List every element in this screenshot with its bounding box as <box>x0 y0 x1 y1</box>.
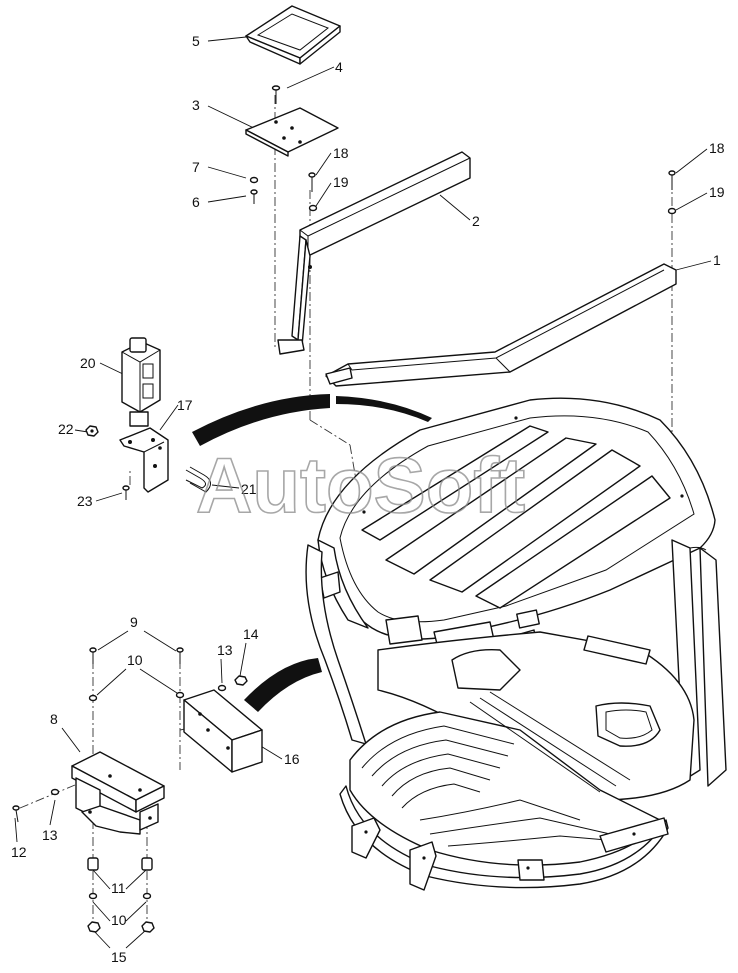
callout-9: 9 <box>130 614 138 630</box>
bolt-23 <box>122 485 130 500</box>
nut-22 <box>85 425 99 437</box>
overhead-guard-cab <box>305 397 727 891</box>
callout-21: 21 <box>241 481 257 497</box>
callout-16: 16 <box>284 751 300 767</box>
callout-3: 3 <box>192 97 200 113</box>
washer-19-left <box>308 204 318 212</box>
washer-10-lower-left <box>88 892 98 900</box>
washer-10-lower-right <box>142 892 152 900</box>
callout-5: 5 <box>192 33 200 49</box>
callout-20: 20 <box>80 355 96 371</box>
nut-14 <box>234 675 248 686</box>
light-bracket-17 <box>119 427 169 493</box>
spacer-11-left <box>87 857 99 871</box>
nut-15-left <box>87 921 101 933</box>
callout-23: 23 <box>77 493 93 509</box>
callout-17: 17 <box>177 397 193 413</box>
bolt-6 <box>250 189 258 204</box>
callout-13a: 13 <box>217 642 233 658</box>
callout-7: 7 <box>192 159 200 175</box>
mounting-plate <box>245 107 339 157</box>
callout-10a: 10 <box>127 652 143 668</box>
washer-19-right <box>667 207 677 215</box>
callout-15: 15 <box>111 949 127 965</box>
screw-4 <box>271 85 281 104</box>
dome-light-cover <box>245 5 341 65</box>
callout-13b: 13 <box>42 827 58 843</box>
bolt-18-right <box>668 170 676 190</box>
callout-6: 6 <box>192 194 200 210</box>
washer-7 <box>249 176 259 184</box>
bolt-9-right <box>176 647 184 664</box>
callout-1: 1 <box>713 252 721 268</box>
washer-13-upper <box>217 684 227 692</box>
bolt-18-left <box>308 172 316 192</box>
washer-10-left <box>88 694 98 702</box>
callout-10b: 10 <box>111 912 127 928</box>
washer-10-right <box>175 691 185 699</box>
watermark: AutoSoft <box>196 441 525 529</box>
bracket-bar-1 <box>325 263 677 387</box>
callout-2: 2 <box>472 213 480 229</box>
nut-15-right <box>141 921 155 933</box>
bracket-bar-2 <box>277 151 471 355</box>
callout-12: 12 <box>11 844 27 860</box>
bracket-8 <box>71 751 165 835</box>
callout-19b: 19 <box>709 184 725 200</box>
callout-18a: 18 <box>333 145 349 161</box>
u-bolt-21 <box>185 466 211 493</box>
bolt-12 <box>12 805 20 823</box>
callout-11: 11 <box>111 880 126 896</box>
spacer-11-right <box>141 857 153 871</box>
callout-8: 8 <box>50 711 58 727</box>
block-16 <box>183 689 263 773</box>
callout-14: 14 <box>243 626 259 642</box>
callout-19a: 19 <box>333 174 349 190</box>
washer-13-lower <box>50 788 60 796</box>
callout-18b: 18 <box>709 140 725 156</box>
leader-lines <box>14 36 712 949</box>
beacon-light-20 <box>121 337 161 427</box>
callout-22: 22 <box>58 421 74 437</box>
bolt-9-left <box>89 647 97 664</box>
callout-4: 4 <box>335 59 343 75</box>
